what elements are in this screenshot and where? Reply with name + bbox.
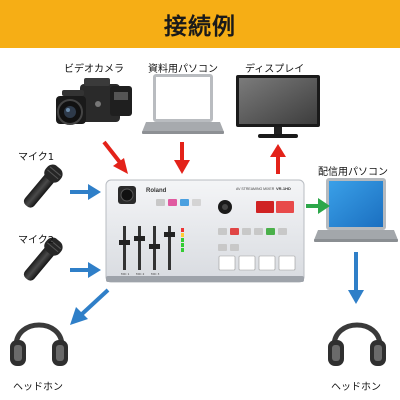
- streaming-laptop-icon: [314, 178, 398, 242]
- arrow-streaming-pc-to-headphones-right: [348, 252, 364, 304]
- microphone-1-icon: [23, 164, 63, 208]
- microphone-2-icon: [23, 237, 63, 281]
- mic-channel-label-3: MIC 3: [151, 272, 160, 276]
- label-video-camera: ビデオカメラ: [64, 64, 124, 75]
- arrow-switcher-to-headphones-left: [70, 288, 110, 325]
- label-display: ディスプレイ: [245, 64, 305, 75]
- label-headphone-left: ヘッドホン: [13, 382, 63, 393]
- arrow-material-pc-to-switcher: [174, 142, 190, 174]
- brand-text: Roland: [146, 188, 167, 194]
- label-material-pc: 資料用パソコン: [148, 64, 218, 75]
- mic-channel-label-2: MIC 2: [136, 272, 145, 276]
- video-camera-icon: [56, 78, 132, 125]
- mic-channel-label-1: MIC 1: [121, 272, 130, 276]
- arrow-camera-to-switcher: [102, 140, 128, 174]
- label-streaming-pc: 配信用パソコン: [318, 167, 388, 178]
- arrow-mic2-to-switcher: [70, 262, 101, 278]
- headphones-left-icon: [10, 322, 68, 366]
- arrow-mic1-to-switcher: [70, 184, 101, 200]
- display-monitor-icon: [236, 75, 320, 138]
- header-bar: 接続例: [0, 0, 400, 48]
- headphones-right-icon: [328, 322, 386, 366]
- arrow-switcher-to-display: [270, 144, 286, 174]
- label-mic2: マイク2: [18, 235, 55, 246]
- arrow-switcher-to-streaming-pc: [306, 198, 330, 214]
- model-text: AV STREAMING MIXER: [236, 187, 275, 191]
- label-headphone-right: ヘッドホン: [331, 382, 381, 393]
- model-code: VR-1HD: [276, 186, 291, 191]
- av-switcher-device: Roland AV STREAMING MIXER VR-1HD: [105, 179, 305, 283]
- material-laptop-icon: [142, 74, 224, 134]
- label-mic1: マイク1: [18, 152, 55, 163]
- page-title: 接続例: [164, 14, 236, 40]
